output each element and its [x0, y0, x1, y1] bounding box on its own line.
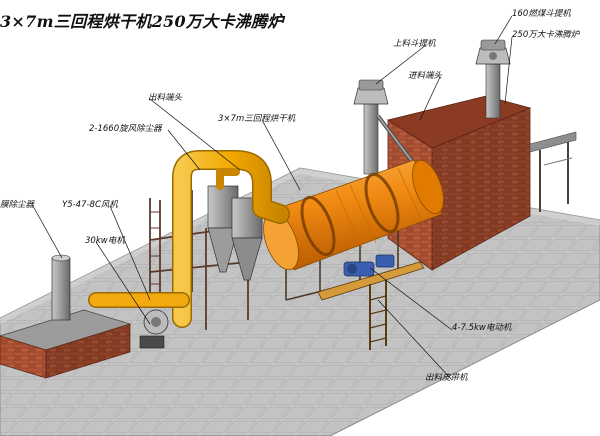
rotary-drum-dryer	[263, 159, 444, 271]
fan-unit	[139, 309, 169, 349]
furnace-platform	[529, 131, 577, 212]
air-ducts	[88, 150, 290, 328]
discharge-belt-conveyor	[317, 261, 425, 350]
label-coal-elevator: 160燃煤斗提机	[512, 9, 571, 19]
label-cyclone: 2-1660旋风除尘器	[89, 124, 162, 134]
water-film-dust-collector	[0, 254, 132, 379]
feed-bucket-elevator	[353, 79, 416, 175]
label-fan-motor: 30kw电机	[85, 236, 125, 246]
label-dryer: 3×7m三回程烘干机	[218, 114, 296, 124]
diagram-title: 3×7m三回程烘干机250万大卡沸腾炉	[0, 12, 284, 31]
leader-lines	[32, 15, 513, 381]
label-belt-conveyor: 出料皮带机	[425, 373, 468, 383]
label-feed-elevator: 上料斗提机	[393, 39, 436, 49]
label-water-film-collector: 膜除尘器	[0, 200, 35, 210]
cyclone-dust-collectors	[207, 185, 263, 281]
drive-motor	[343, 254, 395, 277]
coal-bucket-elevator	[475, 39, 511, 119]
label-feed-head: 进料端头	[408, 71, 443, 81]
label-boiling-furnace: 250万大卡沸腾炉	[512, 30, 580, 40]
label-drive-motor: 4-7.5kw电动机	[452, 323, 512, 333]
label-discharge-head: 出料端头	[148, 93, 183, 103]
label-fan: Y5-47-8C风机	[62, 200, 118, 210]
